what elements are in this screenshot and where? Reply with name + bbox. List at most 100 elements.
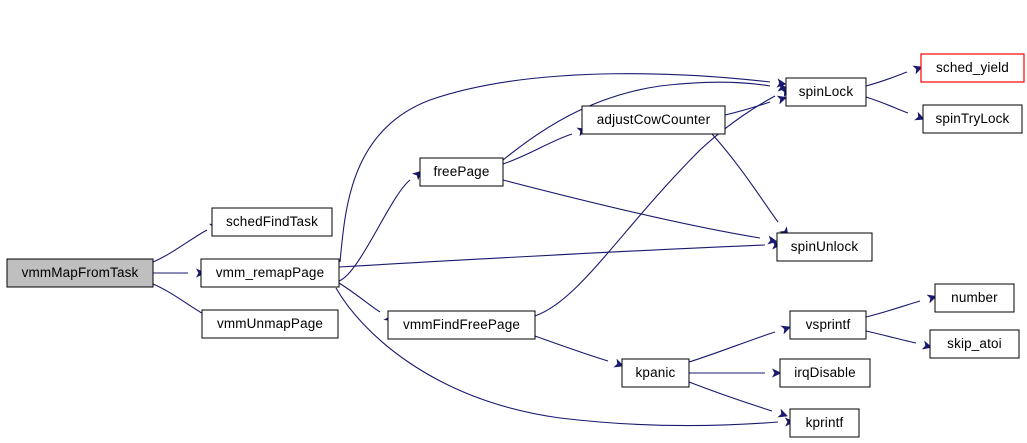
node-label: skip_atoi xyxy=(947,336,1002,351)
edge-line xyxy=(335,287,779,427)
edge-line xyxy=(534,95,776,317)
edge-line xyxy=(502,133,573,165)
node-box[interactable] xyxy=(789,310,867,340)
node-label: kprintf xyxy=(806,415,844,430)
edge-kpanic-to-vsprintf xyxy=(688,325,791,363)
node-spinUnlock[interactable]: spinUnlock xyxy=(776,232,873,262)
arrowhead-icon xyxy=(776,78,787,88)
edge-vsprintf-to-number xyxy=(865,294,938,318)
nodes-layer: vmmMapFromTask schedFindTask vmm_remapPage… xyxy=(6,53,1025,438)
edge-line xyxy=(711,133,779,223)
node-label: vsprintf xyxy=(806,317,851,332)
arrowhead-icon xyxy=(926,294,938,304)
arrowhead-icon xyxy=(767,235,778,245)
edge-vmm_remapPage-to-kprintf xyxy=(335,287,795,427)
arrowhead-icon xyxy=(777,82,788,92)
edge-line xyxy=(338,282,381,313)
node-box[interactable] xyxy=(6,258,154,288)
node-box[interactable] xyxy=(776,232,873,262)
edge-line xyxy=(865,330,917,344)
node-vsprintf[interactable]: vsprintf xyxy=(789,310,867,340)
node-box[interactable] xyxy=(789,408,860,438)
node-number[interactable]: number xyxy=(934,283,1015,313)
node-adjustCowCounter[interactable]: adjustCowCounter xyxy=(581,105,726,135)
edge-line xyxy=(152,283,208,317)
edge-line xyxy=(688,381,773,412)
node-label: kpanic xyxy=(636,365,676,380)
node-label: spinLock xyxy=(799,84,854,99)
node-sched_yield[interactable]: sched_yield xyxy=(920,53,1025,83)
node-box[interactable] xyxy=(581,105,726,135)
arrowhead-icon xyxy=(777,408,788,418)
edge-vmmMapFromTask-to-vmm_remapPage xyxy=(153,268,206,278)
node-vmmFindFreePage[interactable]: vmmFindFreePage xyxy=(387,310,536,340)
arrowhead-icon xyxy=(914,111,925,121)
node-box[interactable] xyxy=(934,283,1015,313)
edge-freePage-to-adjustCowCounter xyxy=(502,127,587,165)
node-label: irqDisable xyxy=(794,365,856,380)
node-skip_atoi[interactable]: skip_atoi xyxy=(929,329,1020,359)
edge-line xyxy=(338,179,411,282)
node-schedFindTask[interactable]: schedFindTask xyxy=(211,207,333,237)
edge-vmm_remapPage-to-spinLock xyxy=(339,73,787,263)
node-freePage[interactable]: freePage xyxy=(419,157,504,187)
edge-line xyxy=(338,244,766,268)
edge-vmm_remapPage-to-spinUnlock xyxy=(338,240,782,268)
edge-kpanic-to-kprintf xyxy=(688,381,788,418)
edge-line xyxy=(152,229,208,263)
edge-adjustCowCounter-to-spinLock xyxy=(724,95,788,116)
arrowhead-icon xyxy=(780,325,791,335)
node-kprintf[interactable]: kprintf xyxy=(789,408,860,438)
node-label: vmmFindFreePage xyxy=(403,317,520,332)
node-label: adjustCowCounter xyxy=(597,112,711,127)
node-vmmMapFromTask[interactable]: vmmMapFromTask xyxy=(6,258,154,288)
edge-line xyxy=(865,300,921,318)
node-label: freePage xyxy=(434,164,490,179)
node-label: vmmMapFromTask xyxy=(22,265,139,280)
node-box[interactable] xyxy=(922,104,1023,134)
node-box[interactable] xyxy=(201,309,339,339)
edge-line xyxy=(534,335,609,362)
node-box[interactable] xyxy=(785,77,867,107)
node-box[interactable] xyxy=(211,207,333,237)
node-label: spinTryLock xyxy=(936,111,1010,126)
node-label: spinUnlock xyxy=(791,239,859,254)
node-irqDisable[interactable]: irqDisable xyxy=(779,358,871,388)
arrowhead-icon xyxy=(776,95,788,105)
node-box[interactable] xyxy=(621,358,690,388)
edge-spinLock-to-sched_yield xyxy=(865,65,923,87)
node-label: vmmUnmapPage xyxy=(217,316,323,331)
edge-line xyxy=(724,101,771,116)
node-box[interactable] xyxy=(200,258,340,288)
edge-line xyxy=(688,331,776,363)
edge-line xyxy=(865,71,908,87)
edge-vmm_remapPage-to-freePage xyxy=(338,170,423,282)
node-box[interactable] xyxy=(929,329,1020,359)
node-spinTryLock[interactable]: spinTryLock xyxy=(922,104,1023,134)
node-label: schedFindTask xyxy=(226,214,318,229)
edge-adjustCowCounter-to-spinUnlock xyxy=(711,133,789,237)
edge-freePage-to-spinUnlock xyxy=(502,179,778,245)
node-box[interactable] xyxy=(779,358,871,388)
node-box[interactable] xyxy=(387,310,536,340)
edge-kpanic-to-irqDisable xyxy=(689,368,782,378)
node-box[interactable] xyxy=(920,53,1025,83)
arrowhead-icon xyxy=(912,65,923,75)
node-label: vmm_remapPage xyxy=(216,265,325,280)
edge-line xyxy=(339,73,771,263)
node-label: number xyxy=(951,290,998,305)
node-box[interactable] xyxy=(419,157,504,187)
node-vmmUnmapPage[interactable]: vmmUnmapPage xyxy=(201,309,339,339)
arrowhead-icon xyxy=(613,358,624,368)
node-kpanic[interactable]: kpanic xyxy=(621,358,690,388)
edge-spinLock-to-spinTryLock xyxy=(865,96,925,121)
arrowhead-icon xyxy=(772,368,782,378)
node-spinLock[interactable]: spinLock xyxy=(785,77,867,107)
node-vmm_remapPage[interactable]: vmm_remapPage xyxy=(200,258,340,288)
edge-vmmMapFromTask-to-schedFindTask xyxy=(152,223,220,263)
edge-line xyxy=(502,81,771,161)
node-label: sched_yield xyxy=(936,60,1009,75)
edge-line xyxy=(502,179,761,239)
